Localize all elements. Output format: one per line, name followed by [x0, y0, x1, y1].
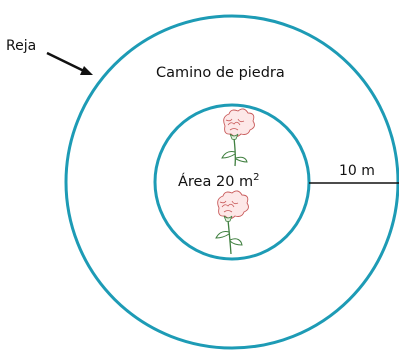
area-label-exponent: 2: [253, 172, 260, 183]
radius-label: 10 m: [339, 163, 375, 179]
carnation-flower-icon: [221, 108, 255, 167]
area-label: Área 20 m2: [178, 172, 260, 190]
outer-circle-fence: [64, 14, 399, 350]
area-label-text: Área 20 m: [178, 174, 254, 190]
stone-path-label: Camino de piedra: [156, 65, 285, 81]
fence-arrow: [46, 51, 93, 75]
inner-circle-area: [153, 103, 311, 261]
fence-label: Reja: [6, 38, 37, 54]
carnation-flower-icon: [215, 190, 249, 255]
